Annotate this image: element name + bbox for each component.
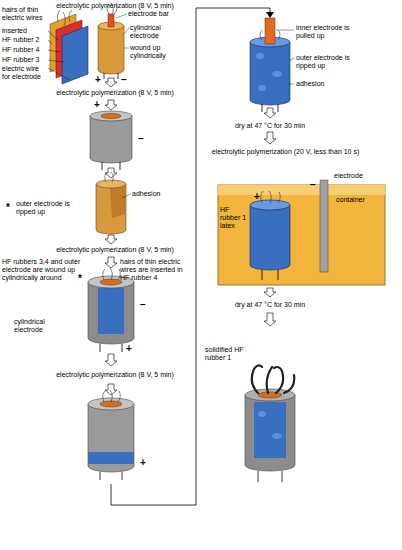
- wire-hairs: [260, 30, 280, 40]
- blue-rubber: [88, 452, 134, 464]
- callout-label: hairs of thin electric wires: [2, 6, 48, 22]
- wire-hairs: [57, 10, 72, 26]
- asterisk-mark: *: [6, 203, 16, 213]
- callout-label: inserted: [2, 27, 48, 35]
- flow-arrow: [105, 384, 117, 395]
- polarity-sign: +: [94, 100, 104, 110]
- callout-label: container: [336, 196, 382, 204]
- polarity-sign: −: [121, 75, 131, 85]
- callout-label: electrode: [334, 172, 384, 180]
- polarity-sign: +: [95, 75, 105, 85]
- callout-label: HF rubber 4: [2, 46, 48, 54]
- callout-label: wound up cylindrically: [130, 44, 185, 60]
- callout-label: HF rubber 2: [2, 36, 48, 44]
- flow-arrow: [264, 132, 276, 144]
- mottled-pattern: [256, 53, 282, 91]
- wire-hairs: [261, 191, 281, 203]
- callout-label: solidified HF rubber 1: [205, 346, 255, 362]
- cylinder-top: [90, 111, 132, 121]
- blue-rubber: [98, 288, 124, 334]
- callout-label: HF rubber 1 latex: [220, 206, 250, 230]
- latex-container: [218, 185, 385, 285]
- cylindrical-electrode: [88, 282, 134, 344]
- leader-line: [276, 30, 294, 84]
- leader-line: [116, 14, 129, 48]
- adhesion-patch: [110, 186, 126, 218]
- arrow-head: [266, 12, 274, 18]
- callout-label: hairs of thin electric wires are inserte…: [120, 258, 192, 282]
- wire-hairs: [103, 268, 121, 280]
- polarity-sign: +: [126, 344, 136, 354]
- flow-arrow: [264, 313, 276, 326]
- liquid-surface: [218, 185, 385, 195]
- process-step: electrolytic polymerization (20 V, less …: [198, 148, 373, 156]
- flow-arrow: [105, 168, 117, 178]
- callout-label: cylindrical electrode: [14, 318, 69, 334]
- polarity-sign: −: [310, 180, 320, 190]
- callout-label: cylindrical electrode: [130, 24, 185, 40]
- solidified-cylinder: [245, 395, 295, 471]
- leader-line: [122, 194, 131, 198]
- lead-wire: [258, 471, 282, 482]
- cylindrical-electrode: [88, 404, 134, 472]
- inner-roll: [258, 392, 282, 398]
- flow-arrow: [264, 108, 276, 118]
- wire-hairs: [105, 172, 114, 182]
- polarity-sign: −: [138, 134, 148, 144]
- rolled-cylinder: [96, 184, 126, 234]
- callout-label: electrode bar: [128, 10, 188, 18]
- lead-wire: [262, 270, 278, 280]
- plate-electrode: [320, 180, 328, 272]
- process-step: dry at 47 °C for 30 min: [205, 122, 335, 130]
- callout-label: adhesion: [296, 80, 356, 88]
- wire-hairs: [103, 390, 121, 402]
- callout-label: inner electrode is pulled up: [296, 24, 366, 40]
- callout-label: outer electrode is ripped up: [16, 200, 86, 216]
- cylindrical-electrode: [90, 116, 132, 163]
- flow-arrow: [105, 354, 117, 366]
- callout-label: outer electrode is ripped up: [296, 54, 366, 70]
- callout-label: HF rubber 3: [2, 56, 48, 64]
- process-step: dry at 47 °C for 30 min: [205, 301, 335, 309]
- flow-arrow: [105, 78, 117, 87]
- process-step: electrolytic polymerization (8 V, 5 min): [40, 371, 190, 379]
- leader-line: [48, 31, 70, 80]
- process-step: electrolytic polymerization (8 V, 5 min): [40, 246, 190, 254]
- polarity-sign: +: [140, 458, 150, 468]
- blue-rubber: [254, 402, 286, 458]
- inner-roll: [101, 113, 121, 118]
- cylinder-top: [96, 180, 126, 188]
- inner-electrode: [265, 18, 275, 44]
- mottled-pattern: [258, 411, 282, 439]
- flow-arrow: [264, 288, 276, 297]
- lead-wire: [100, 472, 122, 480]
- rubber-cylinder: [250, 205, 290, 270]
- asterisk-mark: *: [78, 274, 88, 284]
- electrode-bar: [108, 14, 114, 27]
- callout-label: electric wire for electrode: [2, 65, 48, 81]
- polarity-sign: +: [254, 192, 264, 202]
- rubber-sheet: [62, 26, 88, 84]
- lead-wire: [100, 344, 122, 352]
- process-step: electrolytic polymerization (8 V, 5 min): [40, 89, 190, 97]
- flow-arrow: [105, 100, 117, 110]
- rubber-cylinder: [250, 42, 290, 105]
- callout-label: adhesion: [132, 190, 182, 198]
- rolled-cylinder: [98, 26, 124, 74]
- polarity-sign: −: [140, 300, 150, 310]
- process-step: electrolytic polymerization (8 V, 5 min): [40, 2, 190, 10]
- flow-arrow: [105, 257, 117, 268]
- callout-label: HF rubbers 3,4 and outer electrode are w…: [2, 258, 87, 282]
- flow-arrow: [105, 235, 117, 244]
- cylinder-top: [88, 398, 134, 410]
- solidified-rubber-strands: [252, 365, 295, 393]
